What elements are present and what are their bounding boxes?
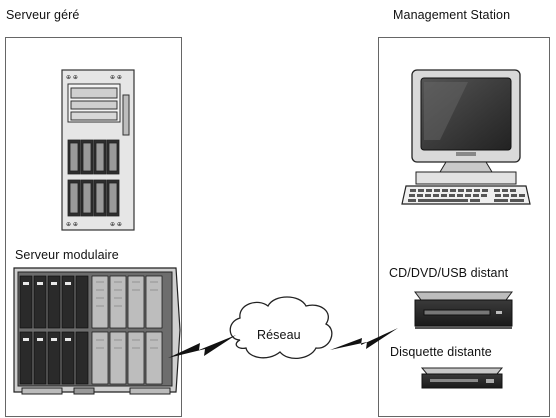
managed-server-title: Serveur géré <box>6 8 80 22</box>
cd-dvd-usb-drive-icon <box>414 291 513 329</box>
modular-server-label: Serveur modulaire <box>15 248 119 262</box>
network-label: Réseau <box>257 328 301 342</box>
svg-text:⊕ ⊕: ⊕ ⊕ <box>110 74 122 81</box>
svg-text:⊕ ⊕: ⊕ ⊕ <box>110 221 122 228</box>
modular-server-icon <box>13 267 181 395</box>
network-cloud-icon <box>229 296 333 359</box>
network-link-right <box>330 328 398 350</box>
remote-cd-dvd-usb-label: CD/DVD/USB distant <box>389 266 509 280</box>
remote-floppy-label: Disquette distante <box>390 345 492 359</box>
management-station-title: Management Station <box>393 8 511 22</box>
tower-server-icon: ⊕ ⊕ ⊕ ⊕ ⊕ ⊕ ⊕ ⊕ <box>61 69 135 231</box>
svg-text:⊕ ⊕: ⊕ ⊕ <box>66 221 78 228</box>
svg-text:⊕ ⊕: ⊕ ⊕ <box>66 74 78 81</box>
network-link-left <box>168 335 236 358</box>
desktop-computer-icon <box>401 69 531 205</box>
floppy-drive-icon <box>420 367 504 389</box>
